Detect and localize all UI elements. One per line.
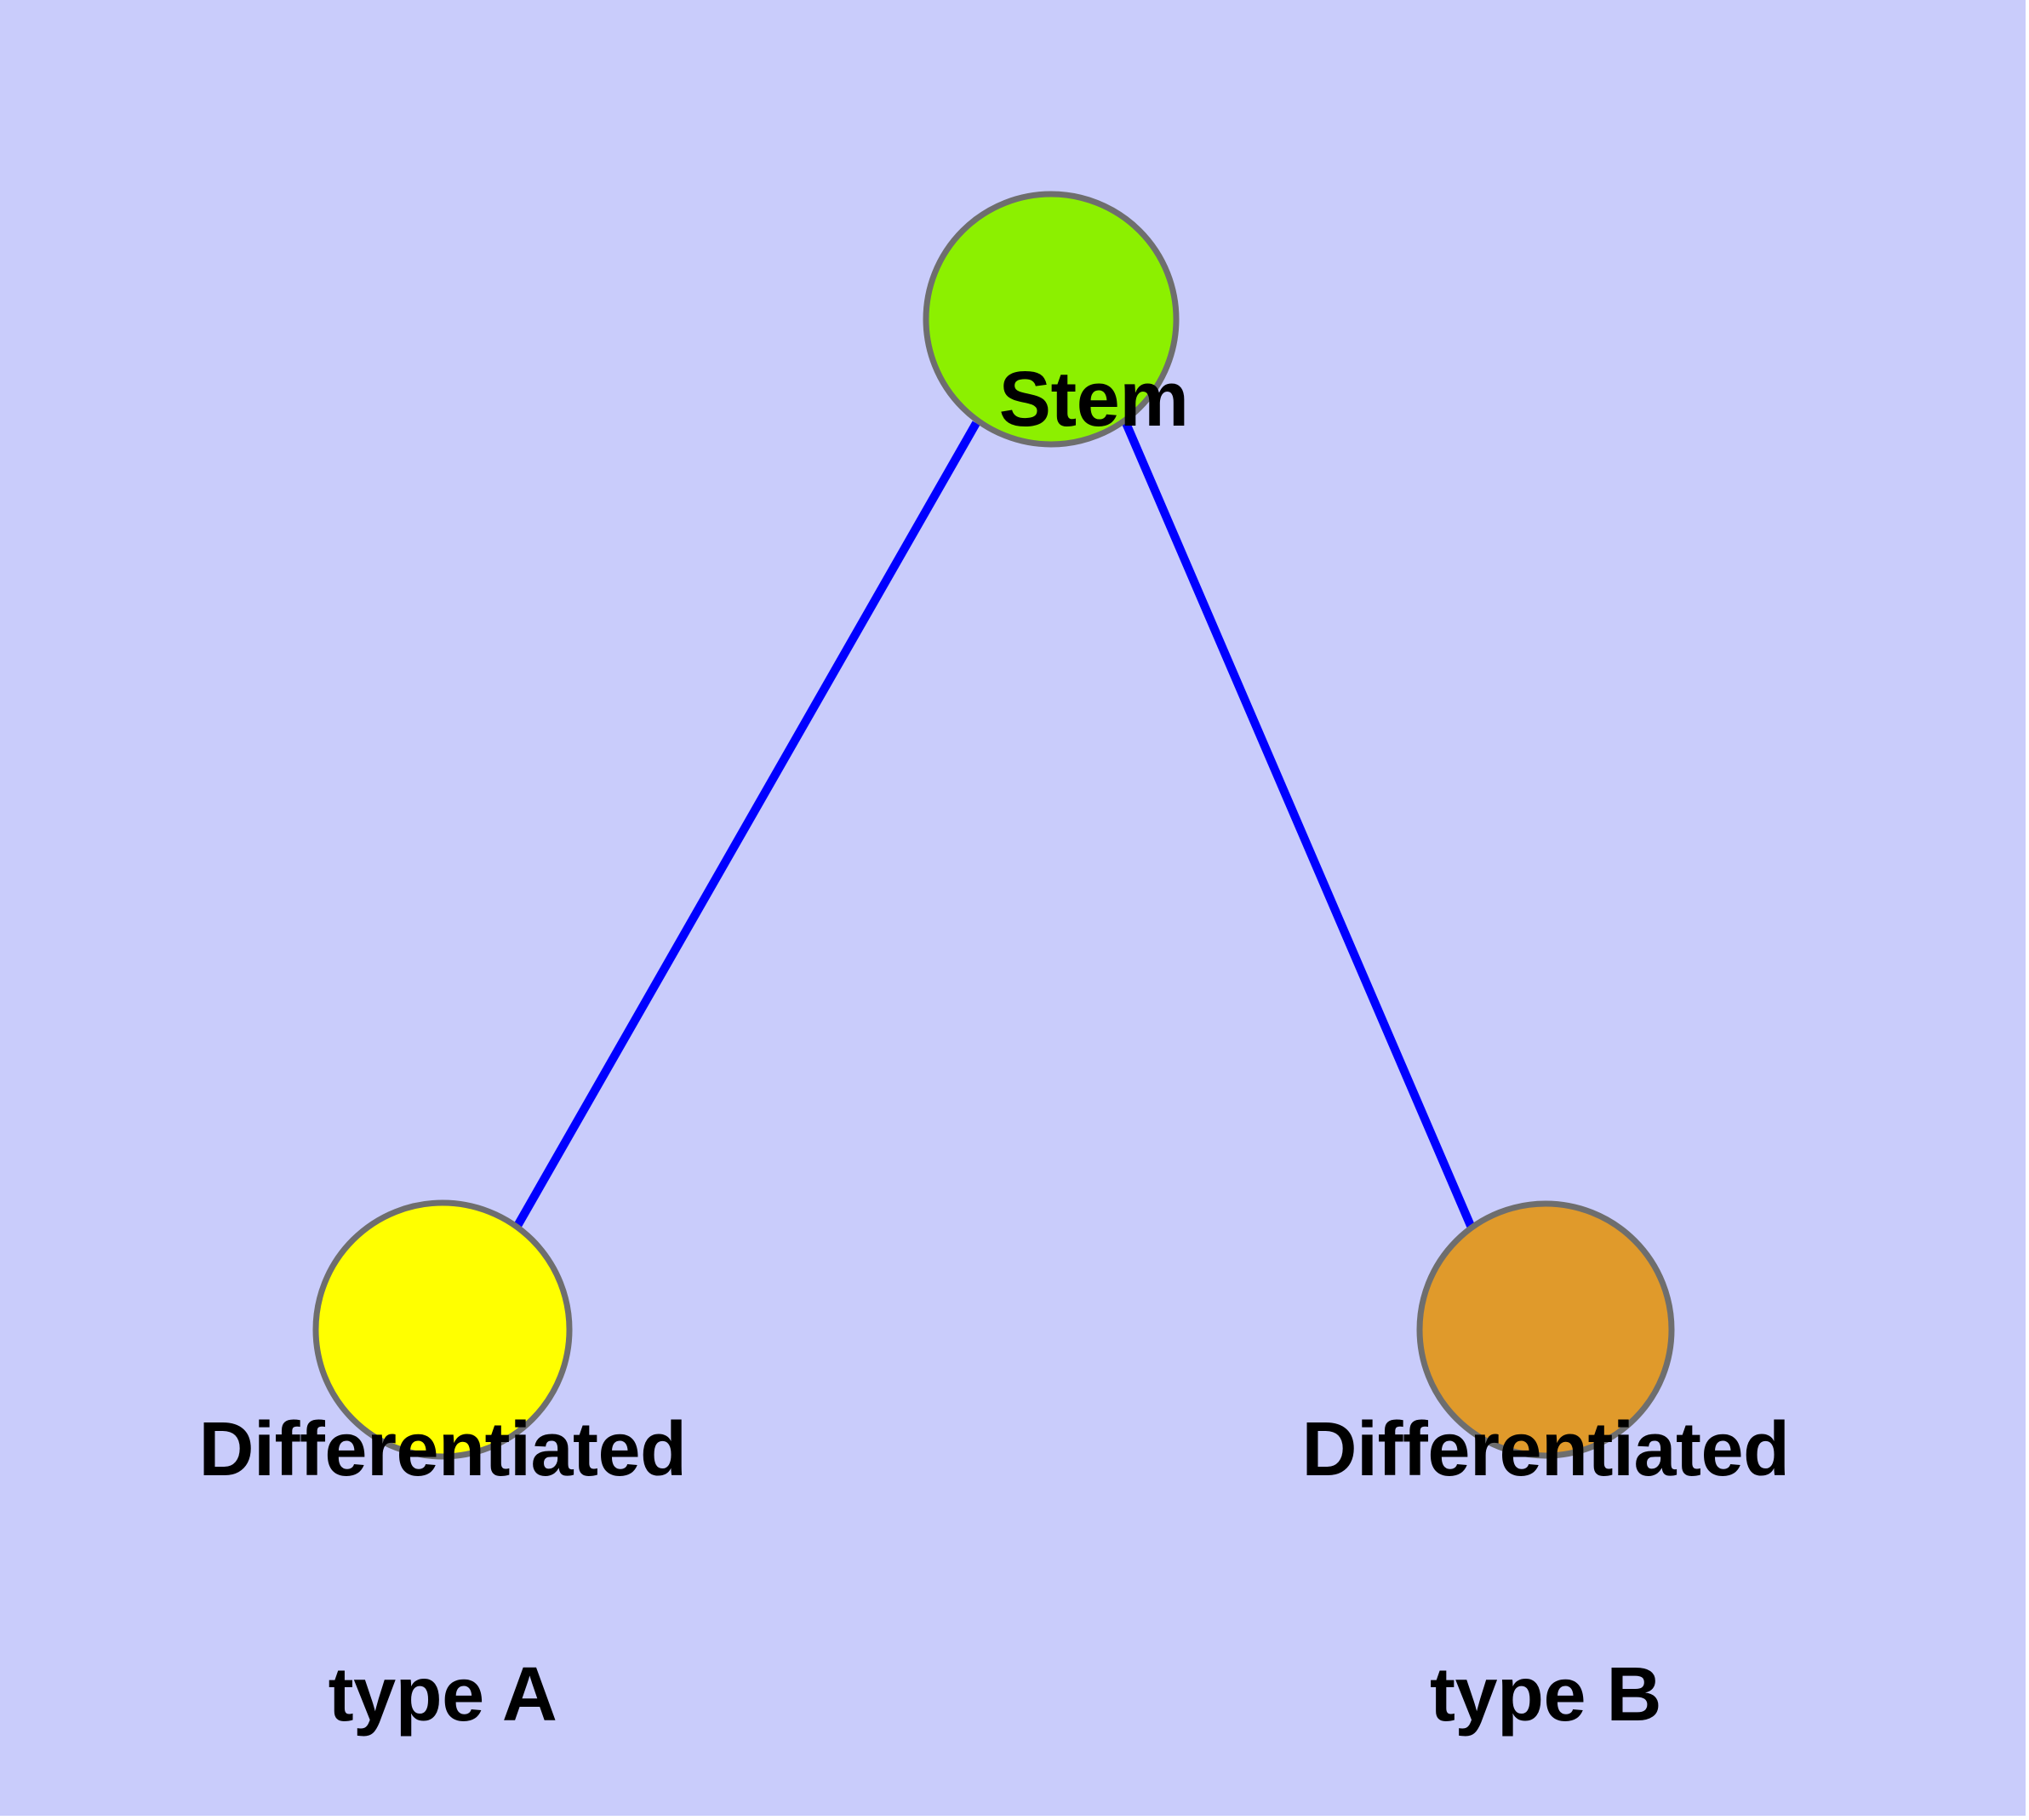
node-layer <box>312 191 1675 1460</box>
node-differentiated-type-a[interactable] <box>312 1199 573 1460</box>
node-stem[interactable] <box>923 191 1180 448</box>
node-differentiated-type-b[interactable] <box>1416 1200 1675 1459</box>
edge-layer <box>513 421 1475 1228</box>
edge-stem-to-differentiated-type-b <box>1122 421 1475 1228</box>
edge-stem-to-differentiated-type-a <box>513 421 980 1228</box>
